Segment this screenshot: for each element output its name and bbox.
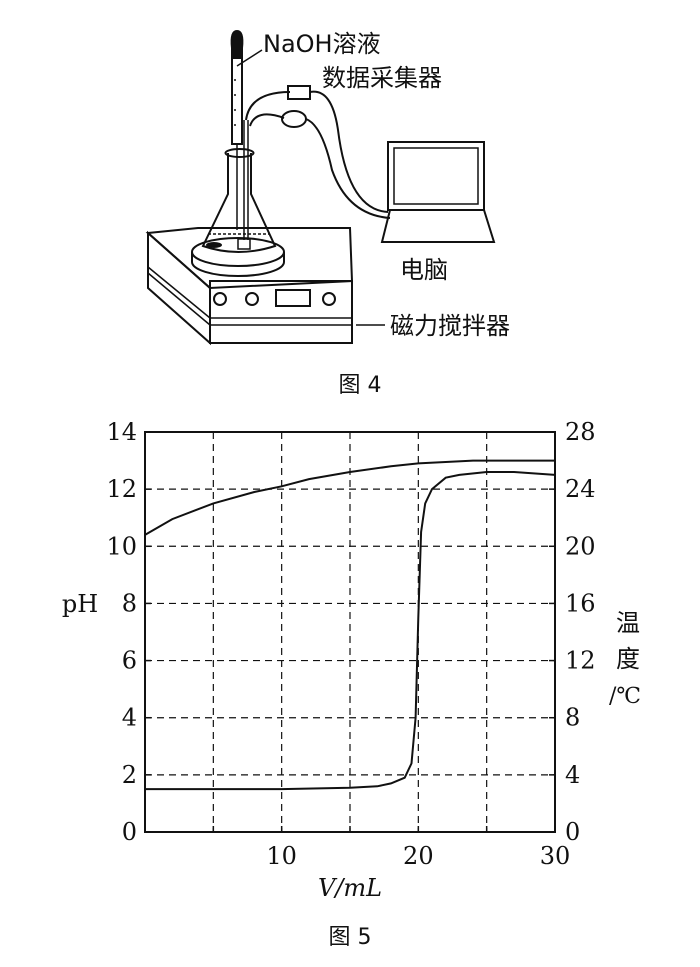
naoh-leader xyxy=(236,49,263,67)
figure4-caption: 图 4 xyxy=(339,373,382,398)
y-right-axis-label-1: 温 xyxy=(616,609,640,637)
y-right-axis-label-3: /℃ xyxy=(609,684,641,709)
knob-icon xyxy=(322,292,336,306)
x-axis-label: V/mL xyxy=(318,874,382,902)
magnetic-stirrer xyxy=(145,227,354,346)
y-left-tick-label: 0 xyxy=(122,818,137,846)
y-left-tick-label: 8 xyxy=(122,589,137,617)
y-left-axis-label: pH xyxy=(62,590,98,618)
sensor-plug-icon xyxy=(281,110,307,128)
chart-grid xyxy=(145,432,555,832)
x-axis-ticks: 10 20 30 xyxy=(212,826,571,870)
apparatus-diagram: NaOH溶液 数据采集器 电脑 磁力搅拌器 图 4 xyxy=(145,30,510,398)
temperature-curve xyxy=(144,459,555,536)
x-tick-label: 20 xyxy=(403,842,434,870)
knob-icon xyxy=(245,292,259,306)
y-left-tick-label: 2 xyxy=(122,761,137,789)
knob-icon xyxy=(213,292,227,306)
x-tick-label: 10 xyxy=(266,842,297,870)
dropper-bulb-icon xyxy=(230,30,244,58)
y-left-tick-label: 12 xyxy=(106,475,137,503)
y-right-axis-ticks: 0 4 8 12 16 20 24 28 xyxy=(549,418,596,846)
dropper xyxy=(230,30,244,230)
y-right-tick-label: 12 xyxy=(565,647,596,675)
conical-flask xyxy=(201,120,277,253)
y-left-tick-label: 10 xyxy=(106,532,137,560)
computer-label: 电脑 xyxy=(400,256,448,284)
ph-curve xyxy=(145,471,556,791)
x-tick-label: 30 xyxy=(540,842,571,870)
y-right-tick-label: 4 xyxy=(565,761,580,789)
y-right-tick-label: 0 xyxy=(565,818,580,846)
computer-icon xyxy=(380,141,496,243)
chart-series xyxy=(144,459,556,791)
probe-tip-icon xyxy=(237,238,251,250)
y-right-tick-label: 16 xyxy=(565,589,596,617)
sensor-cables xyxy=(245,85,391,219)
naoh-label: NaOH溶液 xyxy=(263,30,381,58)
y-left-tick-label: 4 xyxy=(122,704,137,732)
figure5-caption: 图 5 xyxy=(329,925,372,950)
data-collector-icon xyxy=(287,85,311,100)
y-left-tick-label: 6 xyxy=(122,647,137,675)
y-right-axis-label-2: 度 xyxy=(616,645,640,673)
y-left-axis-ticks: 0 2 4 6 8 10 12 14 xyxy=(106,418,151,846)
stir-bar-icon xyxy=(206,242,222,248)
y-left-tick-label: 14 xyxy=(106,418,137,446)
stirrer-label: 磁力搅拌器 xyxy=(390,312,510,340)
collector-label: 数据采集器 xyxy=(322,64,442,92)
y-right-tick-label: 20 xyxy=(565,532,596,560)
y-right-tick-label: 8 xyxy=(565,704,580,732)
y-right-tick-label: 28 xyxy=(565,418,596,446)
display-icon xyxy=(275,289,311,307)
y-right-tick-label: 24 xyxy=(565,475,596,503)
